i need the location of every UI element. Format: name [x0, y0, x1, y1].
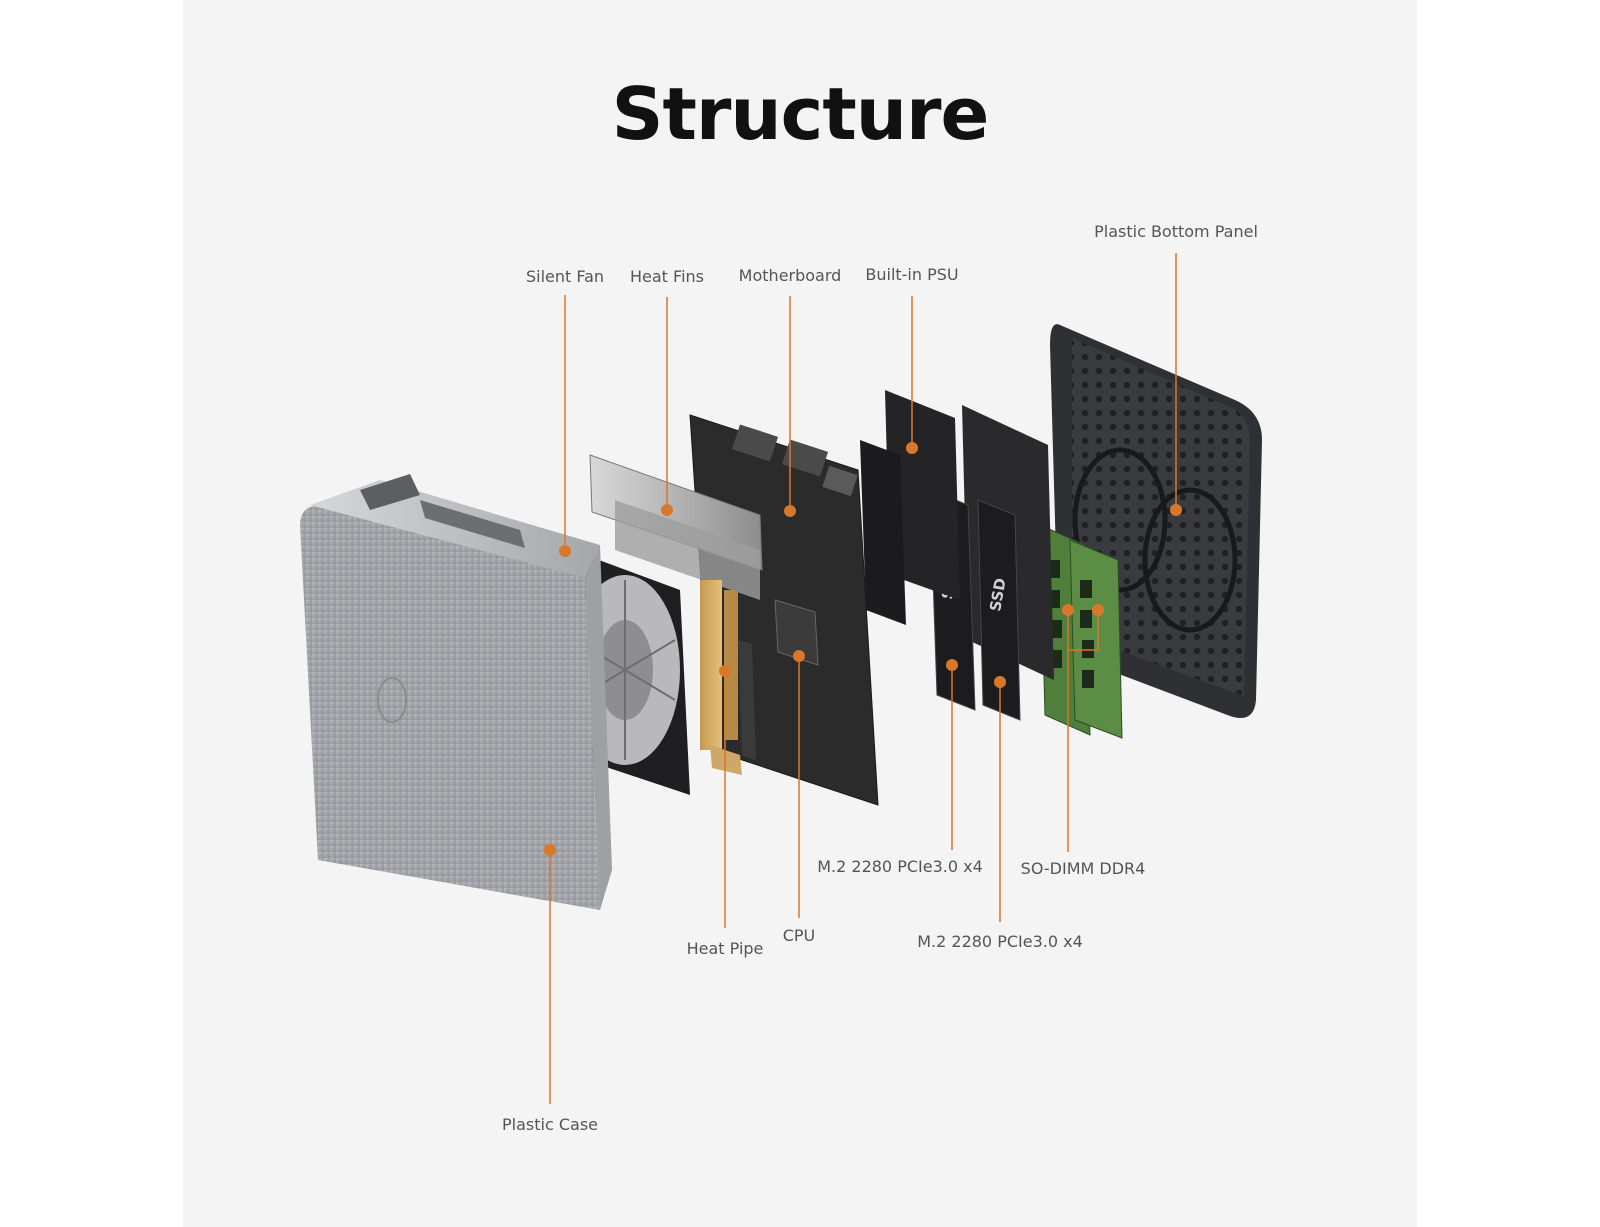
dot-cpu — [793, 650, 805, 662]
dot-motherboard — [784, 505, 796, 517]
label-builtin-psu: Built-in PSU — [865, 265, 959, 284]
heatsink-part — [589, 454, 763, 775]
dot-silent-fan — [559, 545, 571, 557]
psu-part — [860, 390, 960, 625]
dot-bottom-panel — [1170, 504, 1182, 516]
ssd-2-print: SSD — [986, 577, 1010, 613]
label-ram: SO-DIMM DDR4 — [1020, 859, 1146, 878]
label-heat-fins: Heat Fins — [630, 267, 704, 286]
leader-lines — [549, 253, 1177, 1104]
label-motherboard: Motherboard — [738, 266, 842, 285]
label-case: Plastic Case — [502, 1115, 598, 1134]
label-ssd-1: M.2 2280 PCIe3.0 x4 — [817, 857, 983, 876]
label-cpu: CPU — [782, 926, 816, 945]
dot-ram-1 — [1062, 604, 1074, 616]
dot-heat-fins — [661, 504, 673, 516]
label-ssd-2: M.2 2280 PCIe3.0 x4 — [917, 932, 1083, 951]
dot-ssd-2 — [994, 676, 1006, 688]
case-part — [300, 474, 612, 910]
dot-case — [544, 844, 556, 856]
dot-psu — [906, 442, 918, 454]
dot-ram-2 — [1092, 604, 1104, 616]
label-bottom-panel: Plastic Bottom Panel — [1094, 222, 1258, 241]
dot-ssd-1 — [946, 659, 958, 671]
label-heat-pipe: Heat Pipe — [686, 939, 764, 958]
dot-heat-pipe — [719, 665, 731, 677]
callout-dots — [544, 442, 1182, 856]
diagram-title: Structure — [611, 72, 990, 156]
label-silent-fan: Silent Fan — [525, 267, 605, 286]
